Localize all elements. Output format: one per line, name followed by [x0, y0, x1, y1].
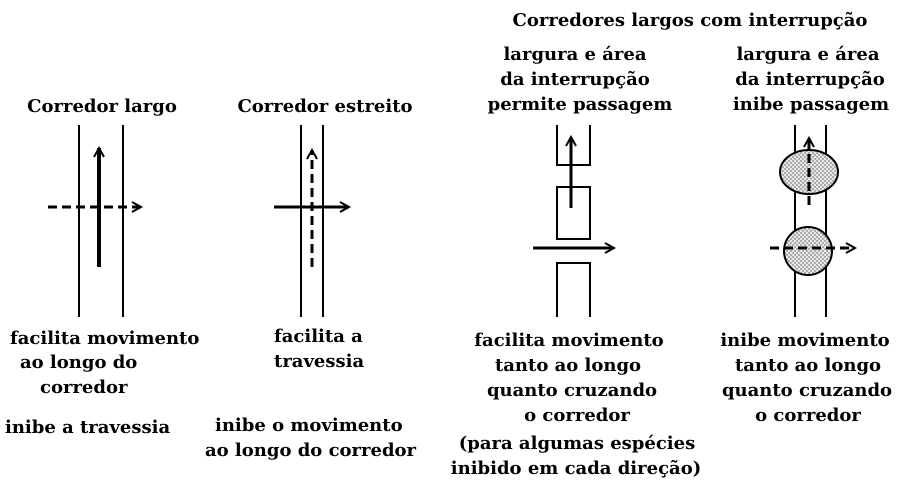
caption-wide-inhibits: inibe a travessia [5, 417, 171, 438]
caption-narrow-line1: facilita a [274, 326, 363, 347]
title-gap-inhibits-line3: inibe passagem [732, 94, 890, 115]
caption-gap-allows-line3: quanto cruzando [486, 380, 658, 401]
corridor-segment-bottom [556, 262, 591, 317]
title-gap-allows-line1: largura e área [503, 44, 647, 65]
caption-gap-inhibits-line4: o corredor [755, 405, 861, 426]
title-wide-corridor: Corredor largo [27, 96, 177, 117]
caption-wide-line3: corredor [40, 377, 128, 398]
caption-gap-allows-line4: o corredor [524, 405, 630, 426]
header-wide-with-gap: Corredores largos com interrupção [512, 10, 868, 31]
title-gap-inhibits-line1: largura e área [736, 44, 880, 65]
gap-inhibits-figure [770, 125, 855, 317]
caption-gap-inhibits-line3: quanto cruzando [721, 380, 893, 401]
corridor-segment-middle [556, 186, 591, 240]
caption-narrow-inhibits-line2: ao longo do corredor [205, 440, 417, 461]
caption-gap-allows-line2: tanto ao longo [494, 355, 642, 376]
wide-corridor-figure [48, 125, 141, 317]
caption-wide-line2: ao longo do [20, 352, 138, 373]
gap-area-lower [783, 226, 833, 276]
narrow-corridor-figure [274, 125, 349, 317]
caption-wide-line1: facilita movimento [10, 328, 200, 349]
caption-gap-allows-line5: (para algumas espécies [458, 433, 696, 454]
corridor-segment-top [556, 125, 591, 166]
gap-allows-figure [533, 125, 614, 317]
caption-gap-allows-line6: inibido em cada direção) [450, 458, 702, 479]
title-gap-allows-line2: da interrupção [500, 69, 650, 90]
title-narrow-corridor: Corredor estreito [237, 96, 413, 117]
title-gap-inhibits-line2: da interrupção [735, 69, 885, 90]
caption-narrow-line2: travessia [274, 351, 365, 372]
caption-gap-inhibits-line1: inibe movimento [720, 330, 890, 351]
caption-narrow-inhibits-line1: inibe o movimento [215, 415, 403, 436]
caption-gap-inhibits-line2: tanto ao longo [734, 355, 882, 376]
caption-gap-allows-line1: facilita movimento [474, 330, 664, 351]
title-gap-allows-line3: permite passagem [487, 94, 673, 115]
